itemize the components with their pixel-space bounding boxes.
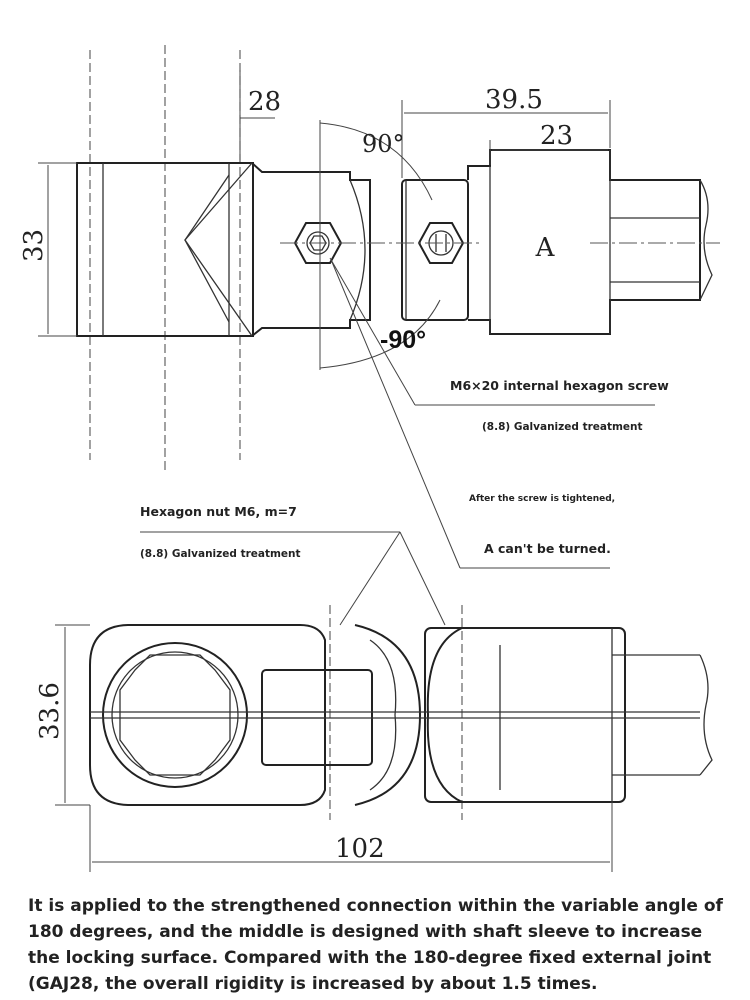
dim-102: 102	[335, 834, 385, 864]
bottom-view: 33.6 102	[35, 605, 713, 872]
nut-treatment: (8.8) Galvanized treatment	[140, 548, 301, 560]
dim-28: 28	[248, 87, 281, 117]
dim-39-5: 39.5	[485, 85, 543, 115]
dim-23: 23	[540, 121, 573, 151]
dim-33: 33	[19, 229, 49, 262]
dim-33-6: 33.6	[35, 682, 65, 740]
screw-title: M6×20 internal hexagon screw	[450, 378, 669, 393]
technical-drawing: A 28 33 39.5 23 90° -90° M6×20 internal …	[19, 45, 720, 872]
description-caption: It is applied to the strengthened connec…	[28, 896, 723, 994]
tighten-note: After the screw is tightened,	[469, 494, 615, 504]
part-a-label: A	[535, 233, 556, 263]
tighten-result: A can't be turned.	[484, 541, 611, 556]
nut-title: Hexagon nut M6, m=7	[140, 504, 297, 519]
screw-treatment: (8.8) Galvanized treatment	[482, 421, 643, 433]
top-view: A 28 33 39.5 23 90° -90° M6×20 internal …	[19, 45, 720, 626]
angle-90: 90°	[362, 130, 405, 158]
angle-minus-90: -90°	[380, 326, 426, 354]
